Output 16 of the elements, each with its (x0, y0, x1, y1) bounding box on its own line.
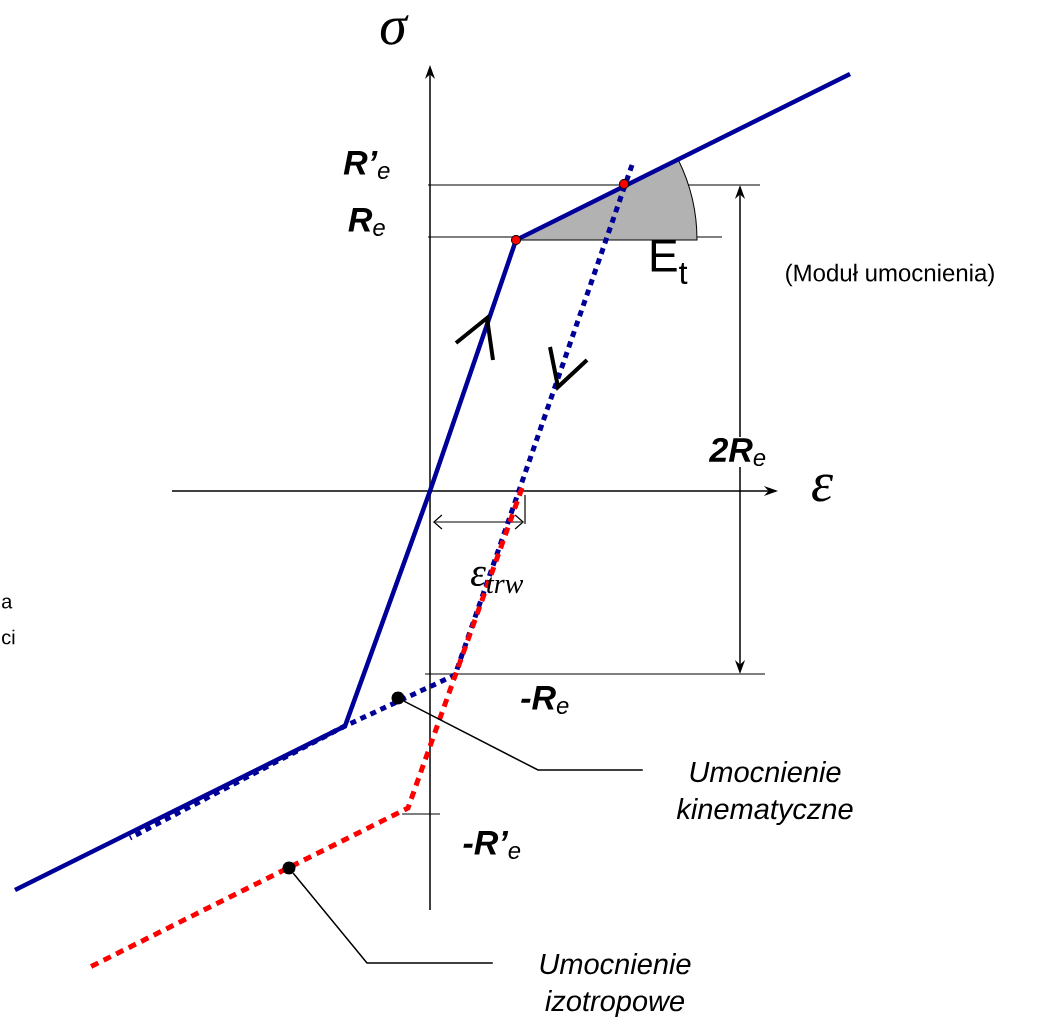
axis-label: σ (380, 15, 409, 45)
cut-text: ci (2, 629, 15, 645)
yield-label: R’$_{e}$ (343, 151, 390, 179)
callout-text: Umocnienie kinematyczne (676, 761, 853, 826)
axis-label: ε (812, 474, 833, 502)
cut-text: a (2, 597, 13, 609)
yield-label: -R’$_{e}$ (463, 831, 521, 859)
strain-label: ε$_{trw}$ (471, 566, 524, 594)
dimension-label: 2R$_{e}$ (708, 436, 768, 468)
yield-label: R$_{e}$ (348, 208, 385, 236)
leader-line (403, 700, 644, 771)
modulus-label: E$_{t}$ (651, 239, 688, 285)
leader-line (292, 872, 494, 964)
note-text: (Moduł umocnienia) (786, 263, 994, 287)
callout-text: Umocnienie izotropowe (540, 953, 691, 1018)
yield-label: -R$_{e}$ (521, 686, 569, 714)
